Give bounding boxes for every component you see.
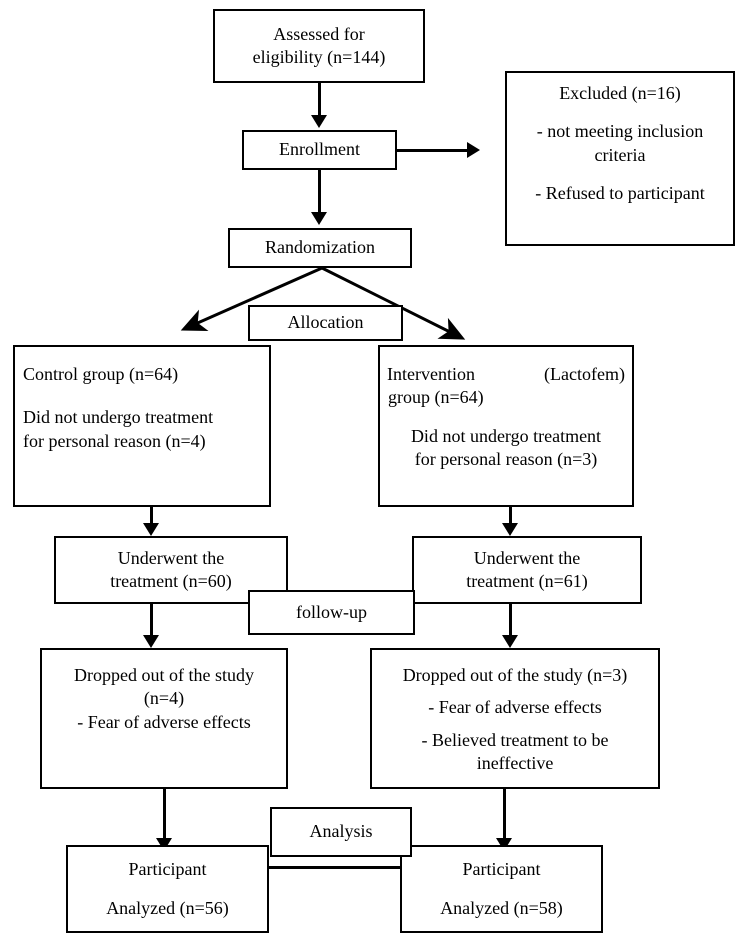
intervention-group-line-4: for personal reason (n=3) <box>414 449 598 470</box>
node-control-dropped-out: Dropped out of the study (n=4) - Fear of… <box>40 648 288 789</box>
intervention-dropped-line-1: Dropped out of the study (n=3) <box>402 665 628 685</box>
spacer <box>507 167 733 182</box>
control-group-line-2: Did not undergo treatment <box>23 407 214 428</box>
arrowhead-assessed-to-enrollment <box>311 115 327 128</box>
connector-intervention-treated-to-dropped <box>509 604 512 638</box>
arrowhead-intervention-group-to-treated <box>502 523 518 536</box>
connector-intervention-group-to-treated <box>509 507 512 526</box>
intervention-group-line-1b: (Lactofem) <box>544 364 625 384</box>
spacer <box>68 882 267 897</box>
intervention-dropped-line-2: - Fear of adverse effects <box>428 697 602 718</box>
intervention-dropped-line-3: - Believed treatment to be <box>421 729 609 750</box>
node-control-analyzed: Participant Analyzed (n=56) <box>66 845 269 933</box>
connector-enrollment-to-excluded <box>397 149 469 152</box>
arrowhead-enrollment-to-randomization <box>311 212 327 225</box>
spacer <box>372 720 658 729</box>
control-group-line-1: Control group (n=64) <box>23 364 179 384</box>
arrowhead-enrollment-to-excluded <box>467 142 480 158</box>
node-allocation-stage: Allocation <box>248 305 403 341</box>
spacer <box>372 687 658 696</box>
assessed-line-1: Assessed for <box>273 23 365 44</box>
excluded-line-2: - not meeting inclusion <box>536 121 704 142</box>
arrowhead-control-group-to-treated <box>143 523 159 536</box>
control-analyzed-line-2: Analyzed (n=56) <box>106 897 229 918</box>
connector-control-treated-to-dropped <box>150 604 153 638</box>
intervention-analyzed-line-2: Analyzed (n=58) <box>440 897 563 918</box>
excluded-line-3: criteria <box>594 144 646 165</box>
node-assessed-for-eligibility: Assessed for eligibility (n=144) <box>213 9 425 83</box>
spacer <box>15 386 269 406</box>
control-treated-line-1: Underwent the <box>117 547 225 568</box>
excluded-line-4: - Refused to participant <box>535 183 705 204</box>
intervention-dropped-line-4: ineffective <box>476 753 554 774</box>
intervention-group-line-2: group (n=64) <box>388 387 484 408</box>
connector-control-group-to-treated <box>150 507 153 526</box>
control-treated-line-2: treatment (n=60) <box>110 571 232 591</box>
spacer <box>507 105 733 120</box>
spacer <box>380 410 632 425</box>
node-analysis-stage: Analysis <box>270 807 412 857</box>
connector-assessed-to-enrollment <box>318 83 321 117</box>
connector-between-analyzed-boxes <box>269 866 400 869</box>
intervention-analyzed-line-1: Participant <box>462 859 541 880</box>
connector-control-dropped-to-analyzed <box>163 789 166 841</box>
control-dropped-line-2: (n=4) <box>143 688 185 709</box>
node-excluded: Excluded (n=16) - not meeting inclusion … <box>505 71 735 246</box>
intervention-treated-line-1: Underwent the <box>473 547 581 568</box>
node-control-group: Control group (n=64) Did not undergo tre… <box>13 345 271 507</box>
node-enrollment: Enrollment <box>242 130 397 170</box>
assessed-line-2: eligibility (n=144) <box>252 47 386 67</box>
randomization-label: Randomization <box>265 237 375 258</box>
control-dropped-line-1: Dropped out of the study <box>74 665 254 685</box>
spacer <box>402 882 601 897</box>
followup-label: follow-up <box>296 601 367 622</box>
arrowhead-intervention-treated-to-dropped <box>502 635 518 648</box>
intervention-group-line-3: Did not undergo treatment <box>410 425 602 446</box>
intervention-group-line-1a: Intervention <box>387 364 475 384</box>
node-randomization: Randomization <box>228 228 412 268</box>
control-group-line-3: for personal reason (n=4) <box>23 430 206 451</box>
node-intervention-dropped-out: Dropped out of the study (n=3) - Fear of… <box>370 648 660 789</box>
connector-enrollment-to-randomization <box>318 170 321 214</box>
control-analyzed-line-1: Participant <box>128 859 207 880</box>
enrollment-label: Enrollment <box>279 139 360 160</box>
node-intervention-analyzed: Participant Analyzed (n=58) <box>400 845 603 933</box>
node-intervention-underwent-treatment: Underwent the treatment (n=61) <box>412 536 642 604</box>
control-dropped-line-3: - Fear of adverse effects <box>77 711 251 732</box>
intervention-group-line-1: Intervention (Lactofem) <box>380 363 632 386</box>
node-followup-stage: follow-up <box>248 590 415 635</box>
connector-intervention-dropped-to-analyzed <box>503 789 506 841</box>
arrowhead-control-treated-to-dropped <box>143 635 159 648</box>
intervention-treated-line-2: treatment (n=61) <box>466 571 588 591</box>
analysis-label: Analysis <box>309 821 373 842</box>
allocation-label: Allocation <box>287 312 364 333</box>
node-intervention-group: Intervention (Lactofem) group (n=64) Did… <box>378 345 634 507</box>
excluded-line-1: Excluded (n=16) <box>559 83 681 103</box>
